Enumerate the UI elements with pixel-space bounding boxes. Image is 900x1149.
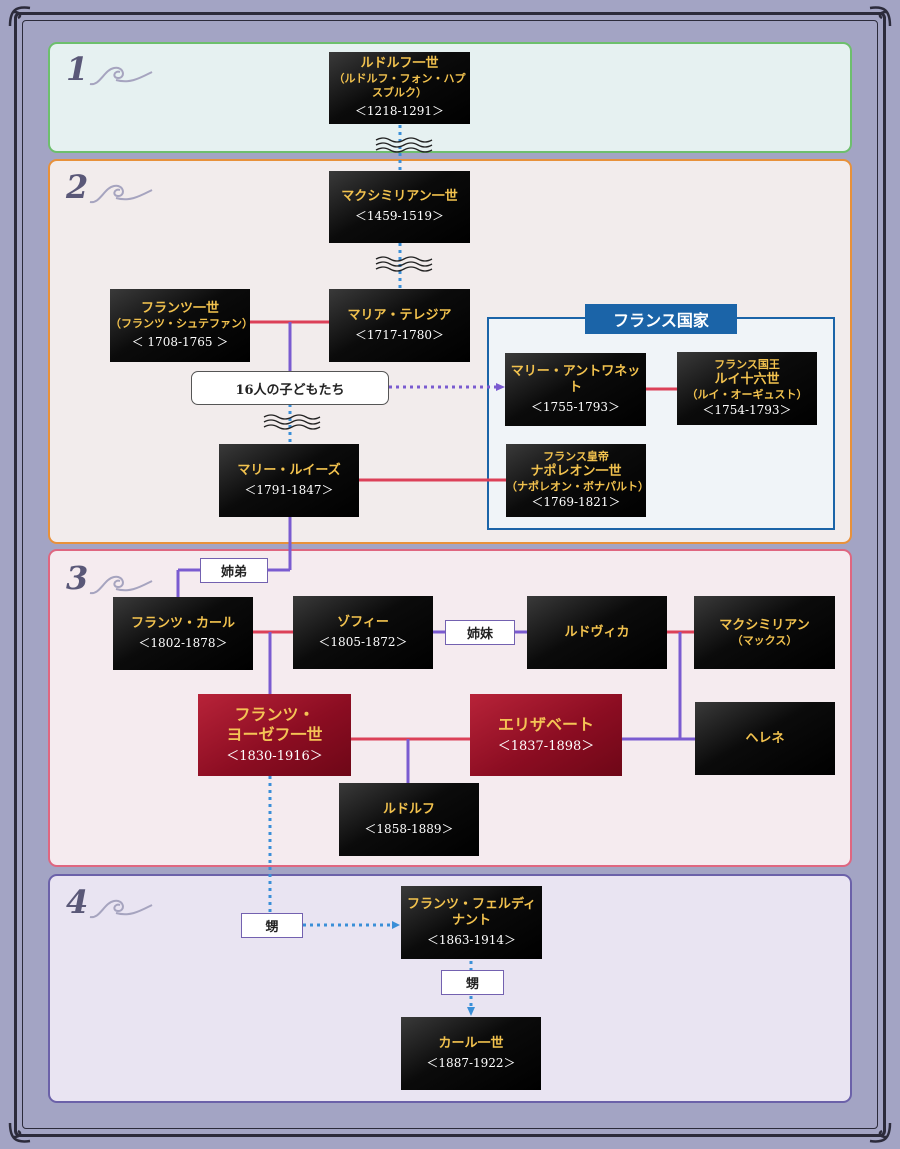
person-napoleon: フランス皇帝 ナポレオン一世 （ナポレオン・ボナパルト） ＜1769-1821＞	[506, 444, 649, 517]
person-alias: （マックス）	[731, 633, 798, 647]
person-dates: ＜1887-1922＞	[426, 1055, 516, 1070]
person-name: ルイ十六世	[714, 372, 780, 387]
person-dates: ＜1754-1793＞	[702, 403, 792, 417]
generation-number: 2	[66, 168, 89, 206]
person-alias: （ナポレオン・ボナパルト）	[506, 480, 649, 493]
corner-ornament-icon	[8, 6, 31, 27]
swirl-ornament-icon	[89, 575, 153, 595]
person-name: マリー・アントワネット	[510, 363, 641, 395]
person-name: フランツ・カール	[130, 615, 235, 631]
swirl-ornament-icon	[89, 184, 153, 204]
outer-frame	[14, 12, 886, 1137]
person-title: フランス国王	[714, 358, 780, 371]
france-group-title: フランス国家	[585, 304, 737, 334]
nephew-label: 甥	[441, 970, 504, 995]
person-dates: ＜1863-1914＞	[426, 932, 517, 947]
person-name: フランツ・	[234, 705, 315, 724]
person-rudolf: ルドルフ ＜1858-1889＞	[339, 783, 479, 856]
person-dates: ＜1769-1821＞	[531, 495, 621, 509]
person-franz-karl: フランツ・カール ＜1802-1878＞	[113, 597, 253, 670]
person-dates: ＜1717-1780＞	[354, 327, 445, 342]
generation-number: 1	[66, 50, 89, 88]
person-karl1: カール一世 ＜1887-1922＞	[401, 1017, 541, 1090]
person-name: ナポレオン一世	[530, 464, 622, 479]
person-name: ヨーゼフ一世	[226, 725, 323, 744]
person-dates: ＜1858-1889＞	[364, 821, 454, 836]
person-sophie: ゾフィー ＜1805-1872＞	[293, 596, 433, 669]
person-dates: ＜1837-1898＞	[497, 739, 595, 754]
person-franz-joseph: フランツ・ ヨーゼフ一世 ＜1830-1916＞	[198, 694, 351, 776]
person-max: マクシミリアン （マックス）	[694, 596, 835, 669]
person-franz1: フランツ一世 （フランツ・シュテファン） ＜ 1708-1765 ＞	[110, 289, 253, 362]
person-marie-antoinette: マリー・アントワネット ＜1755-1793＞	[505, 353, 646, 426]
corner-ornament-icon	[869, 6, 892, 27]
person-dates: ＜1218-1291＞	[354, 104, 445, 118]
person-name: ゾフィー	[337, 614, 389, 630]
person-title: フランス皇帝	[543, 450, 609, 463]
person-dates: ＜1830-1916＞	[226, 749, 323, 764]
person-name: ルドルフ一世	[360, 56, 439, 71]
person-name: カール一世	[438, 1035, 504, 1051]
person-dates: ＜1459-1519＞	[354, 209, 445, 223]
person-name: ルドヴィカ	[564, 624, 630, 640]
person-alias: （ルイ・オーギュスト）	[686, 388, 808, 401]
person-elisabeth: エリザベート ＜1837-1898＞	[470, 694, 622, 776]
person-name: フランツ・フェルディナント	[406, 896, 537, 928]
generation-number: 4	[66, 883, 89, 921]
person-name: マクシミリアン一世	[341, 189, 458, 204]
person-alias: （フランツ・シュテファン）	[110, 316, 253, 330]
corner-ornament-icon	[869, 1122, 892, 1143]
inner-frame	[22, 20, 878, 1129]
person-name: ルドルフ	[382, 801, 435, 817]
generation-number: 3	[66, 559, 89, 597]
person-maria-theresia: マリア・テレジア ＜1717-1780＞	[329, 289, 470, 362]
person-alias: （ルドルフ・フォン・ハプスブルク）	[333, 72, 466, 99]
person-maximilian1: マクシミリアン一世 ＜1459-1519＞	[329, 171, 470, 243]
person-dates: ＜1802-1878＞	[138, 635, 228, 650]
person-ludovika: ルドヴィカ	[527, 596, 667, 669]
person-rudolf1: ルドルフ一世 （ルドルフ・フォン・ハプスブルク） ＜1218-1291＞	[329, 52, 470, 124]
swirl-ornament-icon	[89, 899, 153, 919]
person-dates: ＜1805-1872＞	[318, 634, 408, 649]
person-name: フランツ一世	[140, 300, 219, 316]
person-helene: ヘレネ	[695, 702, 835, 775]
person-name: マリー・ルイーズ	[237, 462, 341, 478]
person-name: エリザベート	[497, 715, 594, 734]
person-louis16: フランス国王 ルイ十六世 （ルイ・オーギュスト） ＜1754-1793＞	[677, 352, 817, 425]
sibling-label-sister: 姉妹	[445, 620, 515, 645]
person-name: ヘレネ	[745, 730, 785, 746]
nephew-label: 甥	[241, 913, 303, 938]
person-dates: ＜1755-1793＞	[530, 399, 621, 414]
sibling-label-brother: 姉弟	[200, 558, 268, 583]
person-name: マリア・テレジア	[347, 307, 452, 323]
children-count-label: 16人の子どもたち	[191, 371, 389, 405]
person-dates: ＜1791-1847＞	[244, 482, 334, 497]
person-marie-louise: マリー・ルイーズ ＜1791-1847＞	[219, 444, 359, 517]
person-dates: ＜ 1708-1765 ＞	[131, 334, 229, 349]
swirl-ornament-icon	[89, 66, 153, 86]
corner-ornament-icon	[8, 1122, 31, 1143]
person-name: マクシミリアン	[719, 617, 810, 633]
person-franz-ferdinand: フランツ・フェルディナント ＜1863-1914＞	[401, 886, 542, 959]
